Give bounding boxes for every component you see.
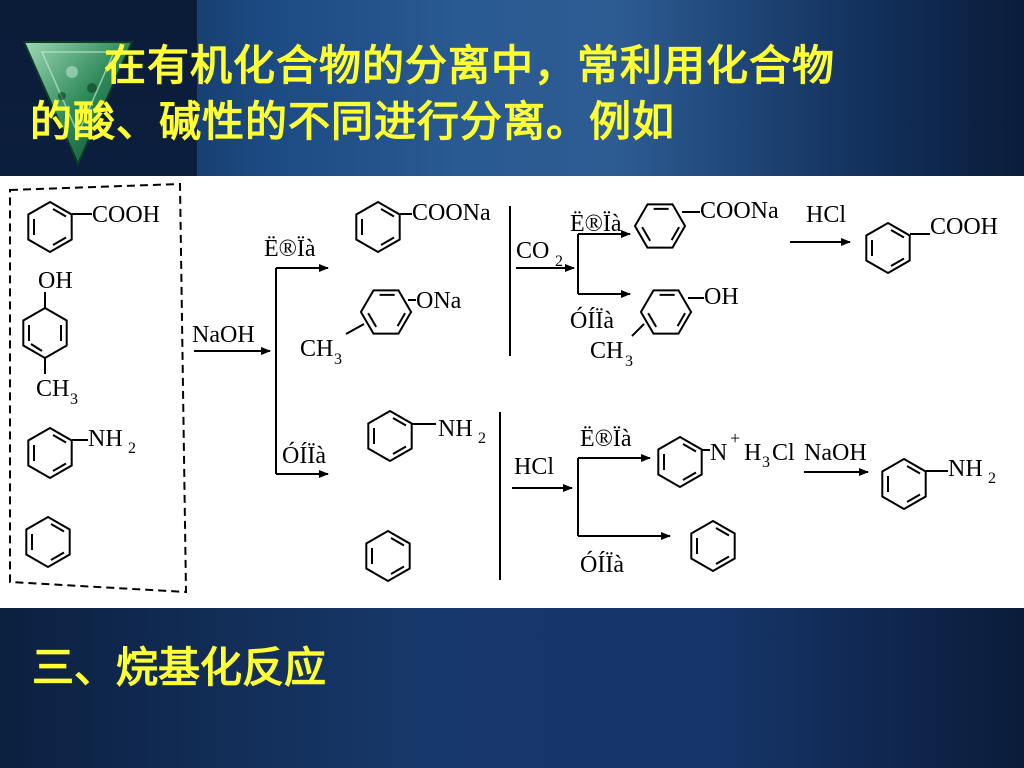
p-cresol-product-ch-label: CH — [590, 338, 623, 364]
sodium-benzoate-coona-label: COONa — [412, 200, 491, 226]
triangle-logo-icon — [22, 41, 134, 166]
benzene-product-structure — [690, 520, 736, 572]
sodium-benzoate-structure: COONa — [355, 200, 491, 253]
aniline-product-nh-label: NH — [948, 456, 983, 482]
anilinium-h-subscript: 3 — [762, 454, 770, 471]
p-cresol-structure: OH CH 3 — [22, 268, 78, 408]
benzene-organic-structure — [365, 530, 411, 582]
separation-scheme-diagram: COOH OH CH 3 NH 2 NaOH — [9, 182, 998, 594]
p-cresol-product-ch-subscript: 3 — [625, 353, 633, 370]
reagent-naoh-label: NaOH — [192, 322, 255, 348]
benzene-structure — [25, 516, 71, 568]
slide-title: 在有机化合物的分离中，常利用化合物 的酸、碱性的不同进行分离。例如 — [30, 38, 990, 150]
p-cresol-product-oh-label: OH — [704, 284, 739, 310]
aqueous-layer-label-3: Ë®Ïà — [580, 426, 632, 452]
sodium-cresolate-ona-label: ONa — [416, 288, 462, 314]
aniline-organic-nh-label: NH — [438, 416, 473, 442]
aniline-nh-subscript: 2 — [128, 440, 136, 457]
benzoic-acid-product-structure: COOH — [865, 214, 998, 274]
p-cresol-product-structure: OH CH 3 — [590, 278, 739, 370]
reagent-co2-subscript: 2 — [555, 253, 563, 270]
aqueous-layer-label-2: Ë®Ïà — [570, 211, 622, 237]
aniline-nh-label: NH — [88, 426, 123, 452]
benzoic-acid-product-cooh-label: COOH — [930, 214, 998, 240]
anilinium-plus-label: + — [730, 428, 740, 448]
p-cresol-oh-label: OH — [38, 268, 73, 294]
aniline-structure: NH 2 — [27, 426, 136, 479]
section-subtitle: 三、烷基化反应 — [32, 643, 327, 692]
organic-layer-label-1: ÓÍÏà — [282, 442, 326, 469]
organic-layer-label-3: ÓÍÏà — [580, 551, 624, 578]
mixture-dashed-outline — [9, 182, 188, 594]
anilinium-salt-structure: N + H 3 Cl — [657, 428, 795, 488]
anilinium-h-label: H — [744, 440, 761, 466]
organic-layer-label-2: ÓÍÏà — [570, 307, 614, 334]
benzoic-acid-cooh-label: COOH — [92, 202, 160, 228]
background-band-bottom — [0, 608, 1024, 768]
anilinium-cl-label: Cl — [772, 440, 795, 466]
sodium-benzoate-2-coona-label: COONa — [700, 198, 779, 224]
slide-title-line-1: 在有机化合物的分离中，常利用化合物 — [104, 41, 836, 90]
reagent-naoh-label-2: NaOH — [804, 440, 867, 466]
aniline-organic-structure: NH 2 — [367, 410, 486, 462]
p-cresol-ch-subscript: 3 — [70, 391, 78, 408]
sodium-benzoate-2-structure: COONa — [627, 192, 779, 260]
mixture-box: COOH OH CH 3 NH 2 — [9, 182, 188, 594]
sodium-cresolate-ch-label: CH — [300, 336, 333, 362]
diagram-panel: COOH OH CH 3 NH 2 NaOH — [0, 176, 1024, 608]
p-cresol-ch-label: CH — [36, 376, 69, 402]
reagent-hcl-label-2: HCl — [514, 454, 554, 480]
benzoic-acid-structure: COOH — [27, 201, 160, 253]
sodium-cresolate-structure: ONa CH 3 — [300, 278, 462, 368]
aqueous-layer-label-1: Ë®Ïà — [264, 236, 316, 262]
aniline-organic-nh-subscript: 2 — [478, 430, 486, 447]
reagent-hcl-label-1: HCl — [806, 202, 846, 228]
slide-title-line-2: 的酸、碱性的不同进行分离。例如 — [30, 97, 676, 146]
aniline-product-nh-subscript: 2 — [988, 470, 996, 487]
aniline-product-structure: NH 2 — [881, 456, 996, 510]
reagent-co2-label: CO — [516, 238, 549, 264]
sodium-cresolate-ch-subscript: 3 — [334, 351, 342, 368]
anilinium-n-label: N — [710, 440, 727, 466]
